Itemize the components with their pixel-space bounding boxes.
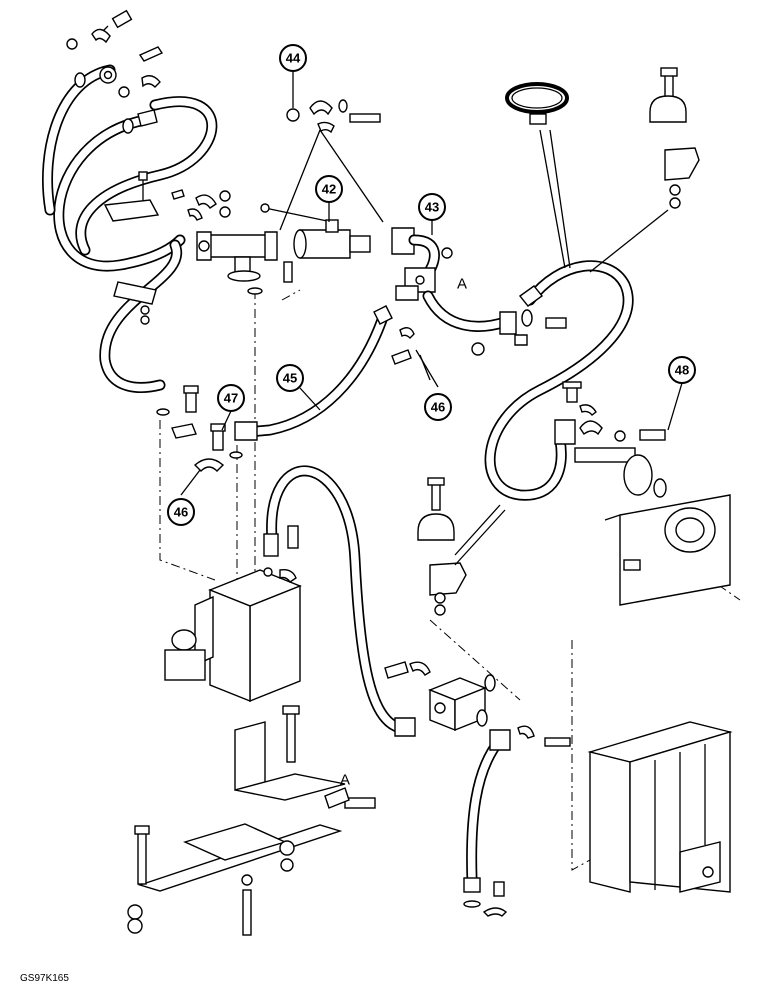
clamp-blocks-left: [103, 171, 231, 325]
callout-43: 43: [418, 193, 446, 221]
callout-46-lower-label: 46: [174, 505, 188, 520]
stack-valve: [587, 721, 733, 893]
reference-letter-a-lower: A: [340, 772, 350, 789]
callout-43-label: 43: [425, 200, 439, 215]
callout-46-upper: 46: [424, 393, 452, 421]
callout-42-label: 42: [322, 182, 336, 197]
callout-48: 48: [668, 356, 696, 384]
right-tube-assembly: [554, 381, 667, 498]
figure-id: GS97K165: [20, 973, 69, 984]
junction-block: [384, 661, 496, 732]
callout-44-label: 44: [286, 51, 301, 66]
p-clamp-mid: [417, 477, 506, 616]
fittings-left-lower: [156, 385, 226, 472]
top-left-fittings: [66, 9, 164, 134]
elbow-fitting: [391, 227, 453, 301]
callout-45: 45: [276, 364, 304, 392]
callout-44: 44: [279, 44, 307, 72]
mounting-bracket: [127, 705, 376, 936]
hose-45: [229, 305, 393, 459]
hose-lower-right: [463, 725, 571, 917]
callout-46-lower: 46: [167, 498, 195, 526]
callout-42: 42: [315, 175, 343, 203]
hose-lower-center: [263, 465, 416, 737]
callout-47-label: 47: [224, 391, 238, 406]
pump-housing: [604, 494, 731, 606]
leader-lines: [180, 71, 683, 496]
callout-47: 47: [217, 384, 245, 412]
right-hose-bundle: [422, 260, 634, 501]
reference-letter-a-upper: A: [457, 276, 467, 293]
fittings-near-44: [279, 99, 384, 231]
callout-46-upper-label: 46: [431, 400, 445, 415]
valve-block: [164, 567, 302, 703]
clip-46-upper: [391, 327, 431, 381]
ball-valve: [260, 203, 371, 259]
hose-bundle-upper-left: [42, 64, 218, 393]
callout-48-label: 48: [675, 363, 689, 378]
hose-strap: [505, 82, 571, 269]
callout-45-label: 45: [283, 371, 297, 386]
tee-manifold: [196, 231, 293, 295]
p-clamp-top-right: [589, 67, 700, 273]
